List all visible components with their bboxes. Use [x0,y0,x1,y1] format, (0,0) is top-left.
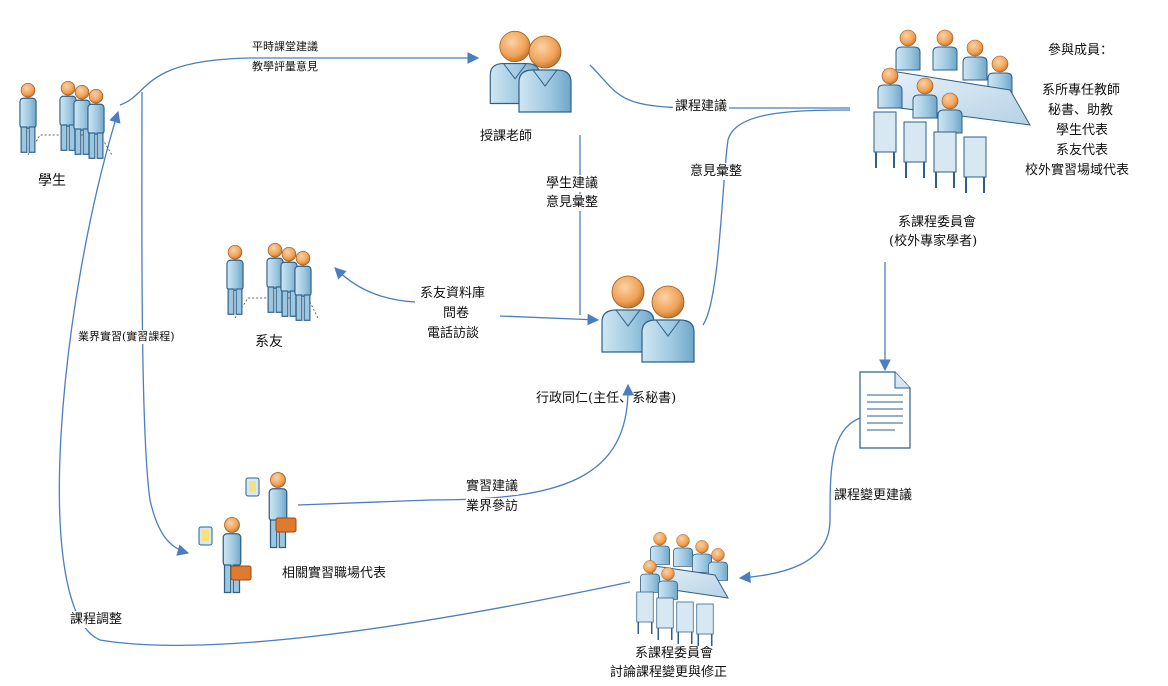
committee-bottom-sublabel: 討論課程變更與修正 [610,665,728,680]
edge-channels-to-admin [499,313,600,326]
change-doc-label: 課程變更建議 [834,487,913,504]
edge-label-opinion-summary: 意見彙整 [690,163,743,180]
committee-bottom-label: 系課程委員會 [635,646,714,661]
edge-student-to-industry [141,91,190,556]
document-icon [859,371,911,449]
committee-top-icon [873,29,1031,194]
edge-label-course-adjust: 課程調整 [70,611,123,628]
alumni-label: 系友 [255,334,283,350]
edge-doc-to-committee [738,417,861,584]
members-item: 系友代表 [1056,143,1109,158]
edge-label-student-suggestion-2: 意見彙整 [546,194,599,211]
student-group-icon [19,80,113,159]
edge-label-student-teacher-1: 平時課堂建議 [252,40,318,53]
edge-admin-to-committee [702,109,851,326]
edge-label-alumni-1: 系友資料庫 [420,286,486,301]
committee-bottom-icon [636,532,729,647]
edge-label-teacher-committee: 課程建議 [673,98,730,115]
industry-reps-label: 相關實習職場代表 [282,566,387,581]
committee-top-sublabel: (校外專家學者) [889,234,978,249]
committee-top-label: 系課程委員會 [898,215,977,230]
alumni-group-icon [226,242,319,321]
connectors [58,52,891,646]
edge-industry-to-admin [297,383,635,506]
edge-label-student-teacher-2: 教學評量意見 [252,60,318,73]
edge-label-student-suggestion-1: 學生建議 [546,175,599,192]
business-reps-icon [198,471,297,594]
edge-label-internship-2: 業界參訪 [466,498,519,515]
members-item: 校外實習場域代表 [1025,163,1130,178]
edge-student-to-teacher [119,52,480,106]
members-item: 秘書、助教 [1048,103,1114,118]
edge-adjust-to-student [58,110,631,646]
members-item: 學生代表 [1056,123,1109,138]
teachers-label: 授課老師 [480,129,533,144]
admin-pair-icon [601,275,695,363]
teacher-pair-icon [489,30,572,113]
edge-label-industry-internship: 業界實習(實習課程) [78,330,175,344]
edge-label-alumni-2: 問卷 [443,306,470,321]
admin-staff-label: 行政同仁(主任、系秘書) [536,391,677,406]
members-title: 參與成員： [1048,43,1114,58]
members-item: 系所專任教師 [1042,83,1121,98]
edge-label-alumni-3: 電話訪談 [427,326,480,341]
students-label: 學生 [38,173,66,189]
edge-to-alumni [334,267,416,303]
edge-label-internship-1: 實習建議 [466,478,519,495]
